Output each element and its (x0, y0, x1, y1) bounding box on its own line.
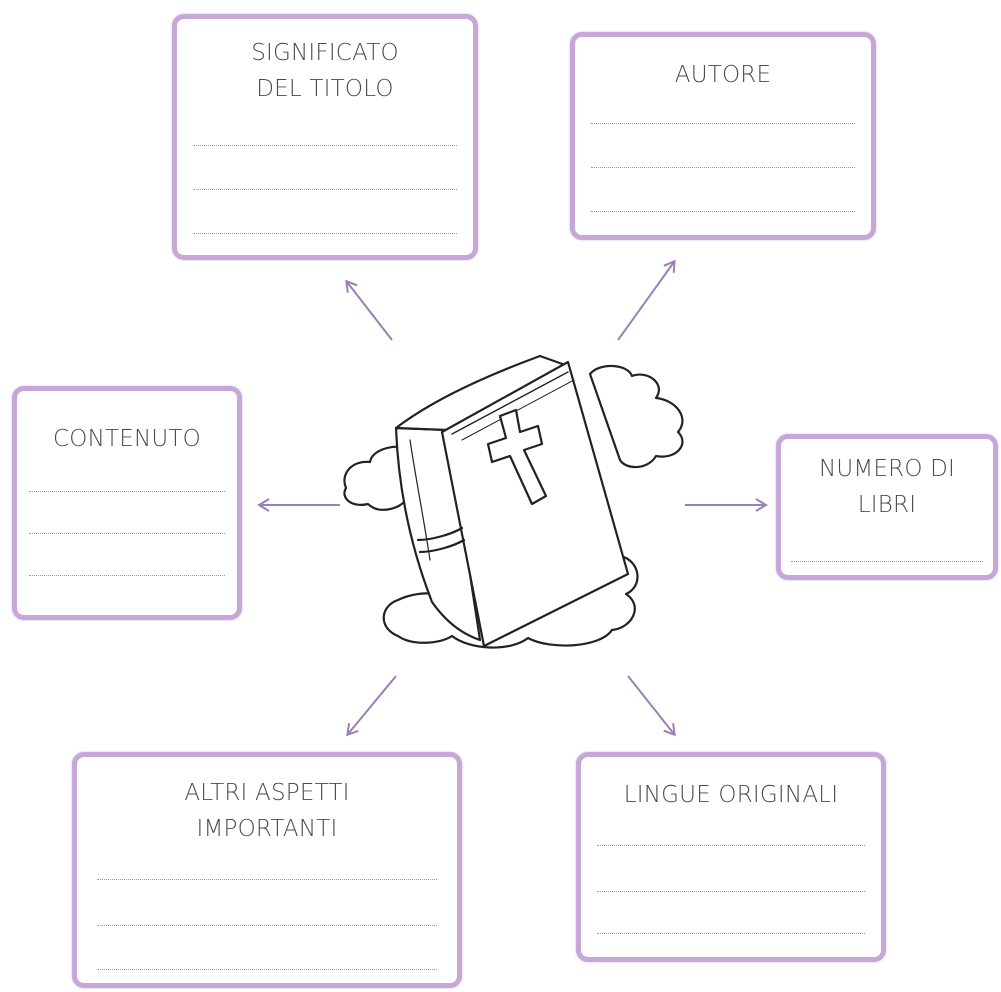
arrow-to-lingue (628, 676, 674, 734)
arrow-to-autore (618, 262, 674, 340)
bible-with-cross-on-cloud-icon (344, 356, 682, 648)
arrow-to-altri (348, 676, 396, 734)
arrow-to-significato (347, 282, 392, 340)
